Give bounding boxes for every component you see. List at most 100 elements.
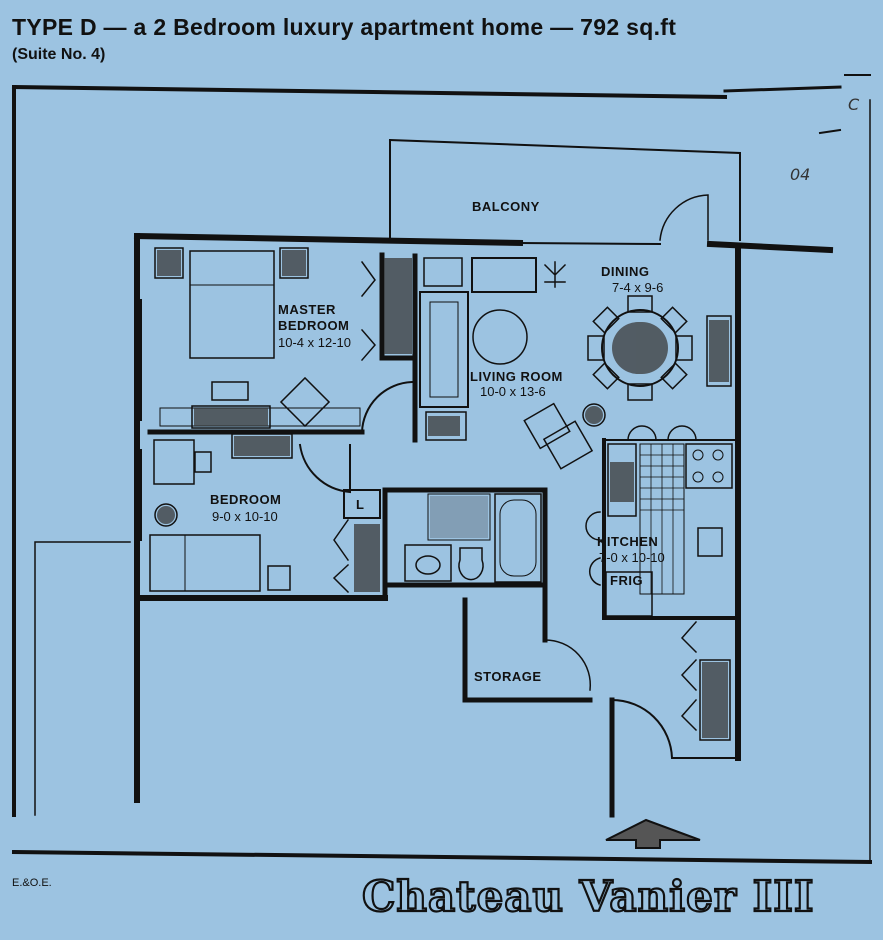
entry-door: [610, 698, 739, 759]
kitchen-peninsula: [602, 438, 740, 620]
bedroom-nightstand: [267, 565, 291, 591]
dining-table: [601, 309, 679, 387]
tile-grid: [639, 443, 685, 595]
vanity: [404, 544, 452, 582]
frame-bottom: [11, 849, 873, 865]
master-bedroom-label-line1: MASTER: [278, 302, 336, 317]
stove: [685, 443, 733, 489]
burner-1: [692, 449, 704, 461]
hatch-bedroom-closet: [354, 524, 380, 592]
hatch-master-closet: [384, 258, 412, 354]
burner-2: [712, 449, 724, 461]
master-armchair: [279, 376, 331, 428]
master-dresser: [191, 405, 271, 429]
kitchen-label: KITCHEN: [597, 534, 658, 549]
burner-3: [692, 471, 704, 483]
living-room-dims: 10-0 x 13-6: [480, 384, 546, 399]
brand-logo: Chateau Vanier III: [361, 871, 815, 922]
dining-chair-s: [627, 383, 653, 401]
kitchen-dims: 7-0 x 10-10: [599, 550, 665, 565]
kitchen-sink: [697, 527, 723, 557]
end-table-bottom: [425, 411, 467, 441]
handwritten-mark-c: C: [848, 95, 860, 114]
bedroom-label: BEDROOM: [210, 492, 281, 507]
bar-stools: [585, 425, 697, 586]
master-nightstand-right: [279, 247, 309, 279]
bedroom-bed: [149, 534, 261, 592]
hatch-master-nightstand-left: [157, 250, 181, 276]
bedroom-dims: 9-0 x 10-10: [212, 509, 278, 524]
hatch-bedroom-side-table: [157, 506, 175, 524]
corridor-line: [34, 541, 131, 816]
refrigerator: [605, 571, 653, 617]
toilet: [458, 547, 484, 581]
master-stool: [211, 381, 249, 401]
dining-chair-ne: [660, 306, 688, 334]
frame-top-left: [11, 84, 728, 100]
hatch-buffet: [709, 320, 729, 382]
end-table-top: [423, 257, 463, 287]
hatch-end-table: [428, 416, 460, 436]
bedroom-dresser: [231, 433, 293, 459]
bathroom-walls: [382, 487, 548, 588]
entry-arrow: [605, 818, 701, 849]
dining-chair-w: [587, 335, 605, 361]
plan-title: TYPE D — a 2 Bedroom luxury apartment ho…: [12, 14, 677, 40]
hatch-master-nightstand-right: [282, 250, 306, 276]
hatch-bedroom-dresser: [234, 436, 290, 456]
hatch-bath-closet: [430, 496, 488, 538]
washbasin: [415, 555, 441, 575]
console-table: [471, 257, 537, 293]
bedroom-side-table: [154, 503, 178, 527]
burner-4: [712, 471, 724, 483]
linen-closet-label: L: [356, 497, 364, 512]
sofa: [419, 291, 469, 408]
master-bedroom-label-line2: BEDROOM: [278, 318, 349, 333]
master-bedroom-closet-doors: [360, 260, 376, 362]
master-bed: [189, 250, 275, 359]
sofa-back: [429, 301, 459, 398]
balcony-railing: [388, 138, 741, 241]
hatch-side-table: [585, 406, 603, 424]
hatch-master-dresser: [194, 408, 268, 426]
bath-closet: [427, 493, 491, 541]
hatch-hall-closet: [702, 662, 728, 738]
lounge-chair-1: [523, 402, 571, 450]
hatch-dining-table: [612, 322, 668, 374]
storage-walls: [462, 585, 593, 703]
dining-chair-n: [627, 295, 653, 313]
bedroom-closet-doors: [332, 518, 350, 594]
hall-closet: [699, 659, 731, 741]
storage-door: [544, 639, 592, 691]
buffet: [706, 315, 732, 387]
mark-dashes: [818, 74, 871, 135]
dining-dims: 7-4 x 9-6: [612, 280, 663, 295]
coffee-table: [472, 309, 528, 365]
storage-label: STORAGE: [474, 669, 542, 684]
bedroom-chair: [194, 451, 212, 473]
master-bedroom-closet: [379, 252, 418, 361]
master-bedroom-dims: 10-4 x 12-10: [278, 335, 351, 350]
living-room-label: LIVING ROOM: [470, 369, 563, 384]
balcony-door-swing: [659, 194, 709, 241]
bathtub-inner: [499, 499, 537, 577]
suite-number: (Suite No. 4): [12, 46, 106, 63]
lounge-chair-2: [542, 420, 594, 470]
dining-chair-e: [675, 335, 693, 361]
dining-chair-se: [660, 362, 688, 390]
plant: [543, 261, 567, 288]
bedroom-door: [298, 443, 351, 494]
bathtub: [494, 493, 542, 583]
dining-label: DINING: [601, 264, 650, 279]
master-bedroom-door: [360, 379, 416, 434]
side-table: [582, 403, 606, 427]
master-nightstand-left: [154, 247, 184, 279]
wall-north: [133, 232, 524, 247]
kitchen-counter: [607, 443, 637, 517]
balcony-label: BALCONY: [472, 199, 540, 214]
frame-top-right: [723, 85, 842, 93]
wall-north-right: [706, 240, 834, 254]
hatch-kitchen-counter: [610, 462, 634, 502]
